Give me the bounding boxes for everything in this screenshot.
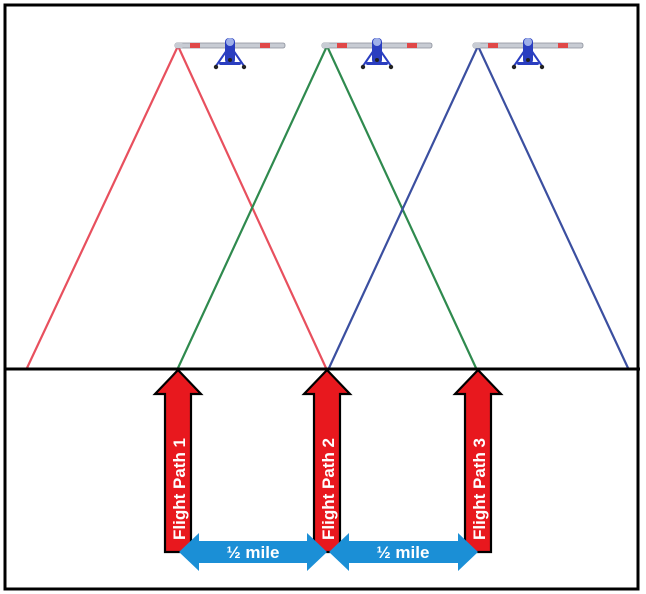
flight-path-arrows: Flight Path 1 Flight Path 2 Flight Path … — [152, 368, 504, 554]
spacing-label: ½ mile — [377, 543, 430, 562]
flight-path-arrow-3: Flight Path 3 — [452, 368, 504, 554]
flight-path-arrow-shape — [152, 368, 204, 554]
flight-path-label: Flight Path 3 — [470, 438, 489, 540]
spacing-arrow-shape — [329, 533, 478, 571]
flight-path-label: Flight Path 2 — [319, 438, 338, 540]
spacing-arrow-2: ½ mile — [329, 533, 478, 571]
spacing-arrow-shape — [179, 533, 327, 571]
spacing-arrows: ½ mile ½ mile — [179, 533, 478, 571]
flight-path-label: Flight Path 1 — [170, 438, 189, 540]
spacing-arrow-1: ½ mile — [179, 533, 327, 571]
spacing-label: ½ mile — [227, 543, 280, 562]
aircraft-icons — [174, 37, 584, 71]
flight-path-arrow-1: Flight Path 1 — [152, 368, 204, 554]
